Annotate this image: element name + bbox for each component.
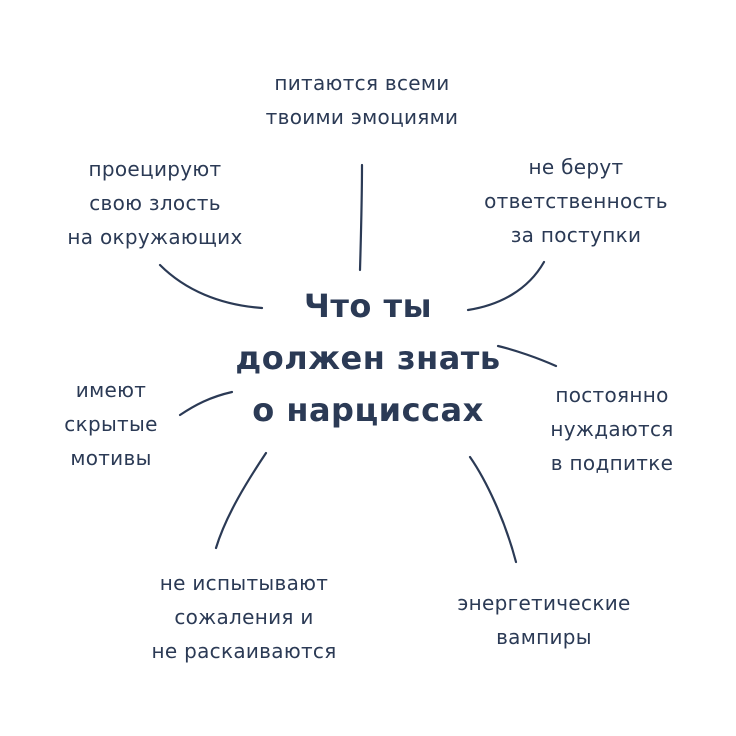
note-top-left-line-1: проецируют bbox=[88, 157, 222, 181]
note-bottom-left-line-2: сожаления и bbox=[174, 605, 314, 629]
note-top-left-line-2: свою злость bbox=[89, 191, 221, 215]
central-topic: Что ты должен знать о нарциссах bbox=[218, 280, 518, 436]
note-top-right-line-2: ответственность bbox=[484, 189, 668, 213]
note-top-left-line-3: на окружающих bbox=[67, 225, 243, 249]
connector-top bbox=[358, 163, 364, 272]
note-right-line-2: нуждаются bbox=[550, 417, 674, 441]
central-topic-line-3: о нарциссах bbox=[252, 391, 484, 429]
note-bottom-left: не испытывают сожаления и не раскаиваютс… bbox=[124, 566, 364, 668]
note-top-right-line-1: не берут bbox=[528, 155, 624, 179]
note-left: имеют скрытые мотивы bbox=[36, 373, 186, 475]
note-bottom-right-line-1: энергетические bbox=[457, 591, 631, 615]
connector-right bbox=[496, 344, 558, 368]
note-top-right: не берут ответственность за поступки bbox=[448, 150, 704, 252]
note-top-right-line-3: за поступки bbox=[510, 223, 642, 247]
note-bottom-left-line-1: не испытывают bbox=[159, 571, 329, 595]
connector-top-left bbox=[158, 263, 264, 310]
connector-bottom-left bbox=[214, 451, 268, 550]
note-top-left: проецируют свою злость на окружающих bbox=[40, 152, 270, 254]
central-topic-line-1: Что ты bbox=[303, 287, 432, 325]
note-top: питаются всеми твоими эмоциями bbox=[232, 66, 492, 134]
connector-left bbox=[178, 390, 234, 417]
note-left-line-1: имеют bbox=[75, 378, 147, 402]
note-bottom-left-line-3: не раскаиваются bbox=[151, 639, 337, 663]
note-bottom-right: энергетические вампиры bbox=[430, 586, 658, 654]
note-right-line-1: постоянно bbox=[555, 383, 669, 407]
note-top-line-2: твоими эмоциями bbox=[265, 105, 459, 129]
note-left-line-3: мотивы bbox=[70, 446, 152, 470]
note-top-line-1: питаются всеми bbox=[274, 71, 450, 95]
connector-top-right bbox=[466, 260, 546, 312]
note-right-line-3: в подпитке bbox=[550, 451, 674, 475]
connector-bottom-right bbox=[468, 455, 518, 564]
central-topic-line-2: должен знать bbox=[235, 339, 501, 377]
note-right: постоянно нуждаются в подпитке bbox=[522, 378, 702, 480]
note-left-line-2: скрытые bbox=[64, 412, 158, 436]
note-bottom-right-line-2: вампиры bbox=[496, 625, 592, 649]
